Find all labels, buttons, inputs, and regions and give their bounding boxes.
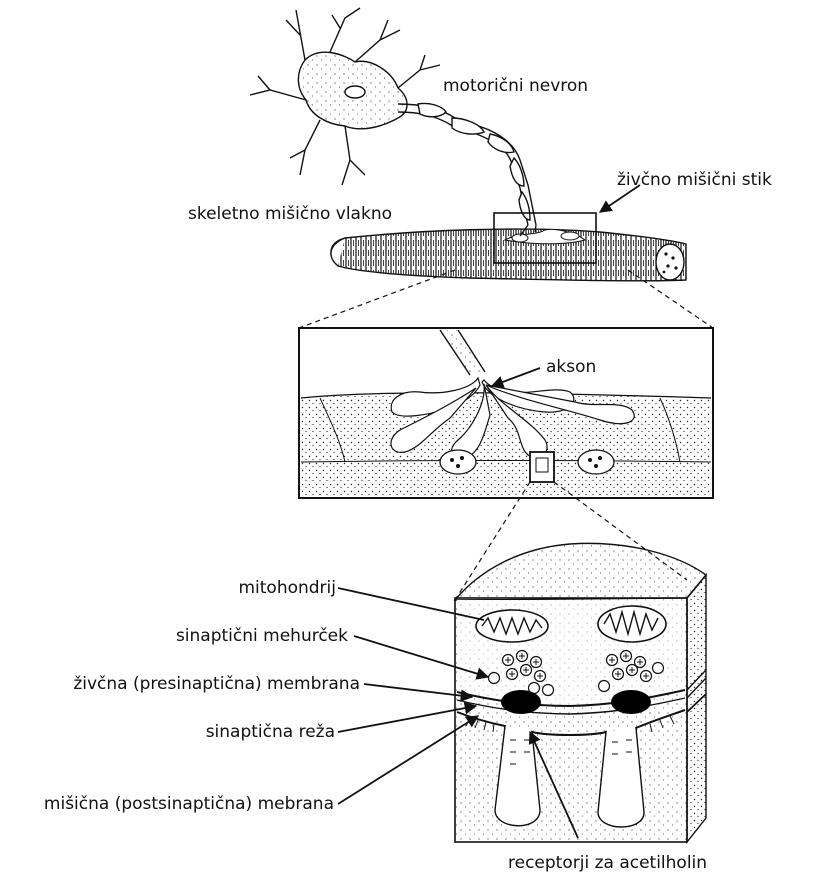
label-synaptic-vesicle: sinaptični mehurček <box>176 626 348 646</box>
label-axon: akson <box>546 357 596 377</box>
terminal-panel <box>299 328 713 498</box>
label-presynaptic-membrane: živčna (presinaptična) membrana <box>73 674 360 694</box>
motor-neuron <box>250 8 536 225</box>
label-synaptic-cleft: sinaptična reža <box>206 722 335 742</box>
skeletal-muscle-fiber <box>331 225 686 281</box>
label-postsynaptic-membrane: mišična (postsinaptična) mebrana <box>44 794 334 814</box>
label-motor-neuron: motorični nevron <box>443 76 588 96</box>
synapse-block <box>455 543 706 842</box>
label-mitochondrion: mitohondrij <box>238 578 336 598</box>
label-neuromuscular-junction: živčno mišični stik <box>617 170 772 190</box>
label-ach-receptors: receptorji za acetilholin <box>508 853 707 873</box>
label-skeletal-muscle-fiber: skeletno mišično vlakno <box>188 204 392 224</box>
